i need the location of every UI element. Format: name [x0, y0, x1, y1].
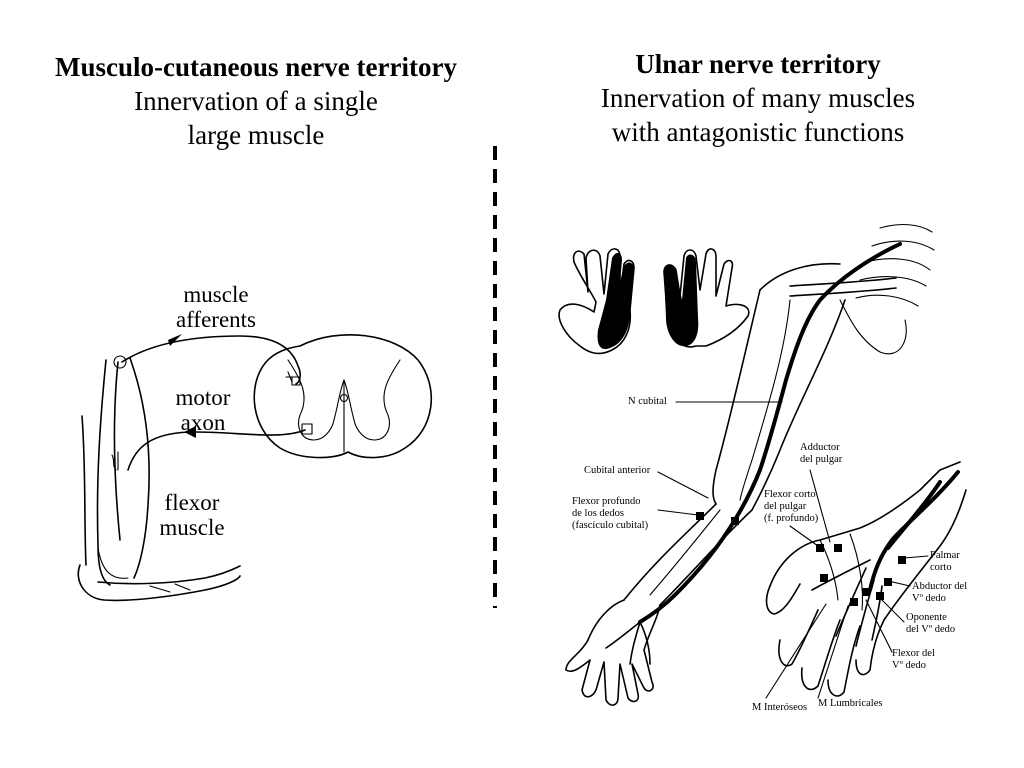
label-flexor-muscle: flexor muscle — [140, 490, 244, 540]
label-oponente-line2: del Vº dedo — [906, 624, 956, 635]
label-adductor: Adductor del pulgar — [800, 442, 842, 466]
label-oponente-line1: Oponente — [906, 612, 947, 623]
label-flexor-profundo-line3: (fascículo cubital) — [572, 520, 649, 531]
label-motor-axon-line2: axon — [180, 410, 226, 435]
label-flexor-corto-line2: del pulgar — [764, 501, 807, 512]
arm-flexor-drawing — [77, 355, 241, 602]
label-flexor-profundo-line1: Flexor profundo — [572, 496, 641, 507]
label-muscle-afferents-line2: afferents — [175, 307, 257, 332]
right-subtitle-line2: with antagonistic functions — [611, 117, 905, 147]
label-palmar-corto: Palmar corto — [930, 550, 960, 574]
right-title: Ulnar nerve territory — [635, 49, 881, 79]
hand-sensory-left — [558, 248, 635, 355]
label-flexor-del-line2: Vº dedo — [892, 660, 926, 671]
label-abductor-line2: Vº dedo — [912, 593, 946, 604]
label-n-cubital: N cubital — [628, 396, 667, 407]
muscle-markers — [696, 512, 906, 606]
label-oponente: Oponente del Vº dedo — [906, 612, 955, 636]
label-flexor-corto-line1: Flexor corto — [764, 489, 816, 500]
left-title-block: Musculo-cutaneous nerve territory Innerv… — [30, 50, 482, 152]
label-palmar-line1: Palmar — [930, 550, 960, 561]
label-cubital-anterior: Cubital anterior — [584, 465, 651, 476]
right-title-block: Ulnar nerve territory Innervation of man… — [540, 47, 976, 149]
label-lumbricales: M Lumbricales — [818, 698, 883, 709]
label-leader-lines — [657, 401, 929, 699]
sensory-territory-fill-right — [664, 254, 699, 347]
label-interoseos: M Interóseos — [752, 702, 808, 713]
label-abductor: Abductor del Vº dedo — [912, 581, 967, 605]
right-subtitle-line1: Innervation of many muscles — [600, 83, 916, 113]
afferent-arrow — [168, 334, 182, 346]
label-flexor-corto-line3: (f. profundo) — [764, 513, 819, 524]
label-flexor-del: Flexor del Vº dedo — [892, 648, 935, 672]
label-flexor-muscle-line1: flexor — [164, 490, 220, 515]
label-muscle-afferents: muscle afferents — [160, 282, 272, 332]
arm-ulnar-drawing — [565, 223, 935, 706]
label-motor-axon-line1: motor — [175, 385, 231, 410]
sensory-territory-fill-left — [597, 252, 634, 350]
label-flexor-muscle-line2: muscle — [159, 515, 225, 540]
label-adductor-line1: Adductor — [800, 442, 840, 453]
left-title: Musculo-cutaneous nerve territory — [55, 52, 457, 82]
label-adductor-line2: del pulgar — [800, 454, 843, 465]
label-muscle-afferents-line1: muscle — [183, 282, 249, 307]
spinal-cord-section — [253, 334, 432, 459]
hand-detail-drawing — [765, 461, 967, 697]
motor-arrow — [184, 426, 196, 438]
afferent-pathway — [121, 335, 301, 385]
motoneuron-marker — [301, 423, 313, 435]
hand-sensory-right — [663, 248, 750, 348]
label-abductor-line1: Abductor del — [912, 581, 968, 592]
label-flexor-del-line1: Flexor del — [892, 648, 935, 659]
label-flexor-profundo: Flexor profundo de los dedos (fascículo … — [572, 496, 648, 532]
label-motor-axon: motor axon — [155, 385, 251, 435]
left-subtitle-line1: Innervation of a single — [134, 86, 378, 116]
label-flexor-profundo-line2: de los dedos — [572, 508, 624, 519]
left-subtitle-line2: large muscle — [187, 120, 325, 150]
motor-axon-pathway — [127, 429, 306, 471]
label-palmar-line2: corto — [930, 562, 952, 573]
label-flexor-corto: Flexor corto del pulgar (f. profundo) — [764, 489, 818, 525]
